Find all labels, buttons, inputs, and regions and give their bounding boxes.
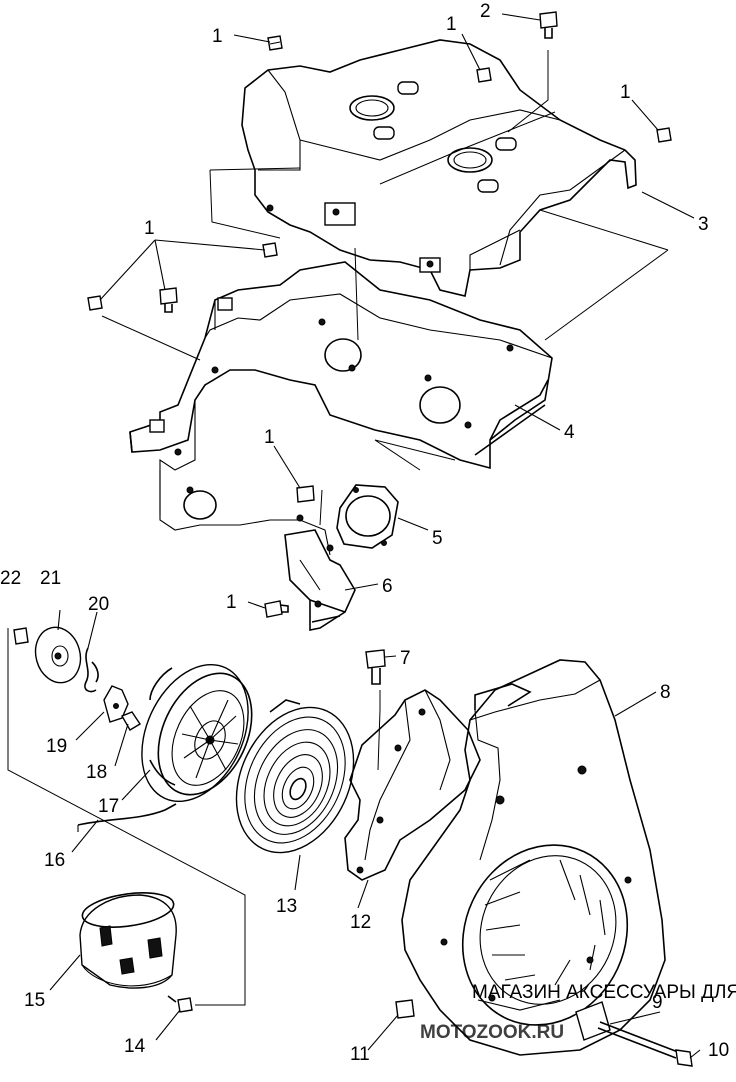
- callout-labels: 1 2 1 1 3 1 4 1 5 6 1 22 21 20 7 8 19 18…: [0, 1, 729, 1065]
- callout-8: 8: [660, 682, 671, 703]
- spring-clip-part: [84, 647, 99, 693]
- drive-pulley-part: [34, 626, 82, 684]
- gasket-part: [336, 484, 399, 549]
- bolt-top-right: [476, 67, 492, 83]
- watermark-tagline: МАГАЗИН АКСЕССУАРЫ ДЛЯ МОТОТЕХНИКИ: [472, 982, 736, 1003]
- upper-shroud-part: [241, 39, 637, 297]
- bolt-lower: [264, 600, 289, 618]
- callout-6: 6: [382, 576, 393, 597]
- ratchet-pawl-part: [103, 685, 141, 731]
- bolt-top: [267, 35, 283, 51]
- support-bracket-part: [284, 529, 356, 631]
- callout-1-top-right: 1: [446, 14, 457, 35]
- callout-1-mid: 1: [264, 427, 275, 448]
- bolt-right: [656, 127, 672, 143]
- nut-twenty-two: [13, 627, 29, 645]
- callout-9: 9: [652, 992, 663, 1013]
- long-pin-part: [597, 1021, 693, 1067]
- starter-rope-part: [77, 803, 177, 832]
- callout-leaders: [49, 13, 701, 1059]
- callout-4: 4: [564, 422, 575, 443]
- watermark: МАГАЗИН АКСЕССУАРЫ ДЛЯ МОТОТЕХНИКИ МОТОZ…: [420, 982, 736, 1043]
- starter-bracket-part: [344, 689, 481, 881]
- bolt-mid: [296, 485, 315, 503]
- callout-1-right: 1: [620, 82, 631, 103]
- callout-2: 2: [480, 1, 491, 22]
- assembly-guide-lines: [7, 50, 669, 1006]
- callout-13: 13: [276, 896, 297, 917]
- callout-14: 14: [124, 1036, 146, 1057]
- callout-3: 3: [698, 214, 709, 235]
- callout-5: 5: [432, 528, 443, 549]
- bolt-left-c: [159, 287, 178, 313]
- bolt-seven: [365, 649, 386, 685]
- bolt-left-a: [262, 242, 278, 258]
- bolt-left-b: [87, 295, 103, 311]
- recoil-spring-part: [235, 699, 355, 854]
- callout-1-top: 1: [212, 26, 223, 47]
- callout-16: 16: [44, 850, 65, 871]
- mounting-frame-part: [129, 261, 553, 556]
- callout-12: 12: [350, 912, 371, 933]
- callout-7: 7: [400, 648, 411, 669]
- callout-11: 11: [350, 1044, 370, 1065]
- bolts: [13, 11, 672, 1019]
- callout-18: 18: [86, 762, 107, 783]
- callout-17: 17: [98, 796, 119, 817]
- callout-1-left: 1: [144, 218, 155, 239]
- bolt-eleven: [395, 999, 415, 1019]
- callout-10: 10: [708, 1040, 729, 1061]
- callout-20: 20: [88, 594, 109, 615]
- callout-22: 22: [0, 568, 21, 589]
- callout-19: 19: [46, 736, 67, 757]
- callout-15: 15: [24, 990, 45, 1011]
- watermark-brand: МОТОZOOK.RU: [420, 1022, 564, 1043]
- callout-1-lower: 1: [226, 592, 237, 613]
- callout-21: 21: [40, 568, 61, 589]
- recoil-reel-part: [141, 663, 253, 803]
- starter-handle-part: [79, 892, 177, 989]
- bolt-fourteen: [167, 995, 193, 1013]
- fan-housing-part: [401, 659, 666, 1056]
- bolt-two: [539, 11, 558, 39]
